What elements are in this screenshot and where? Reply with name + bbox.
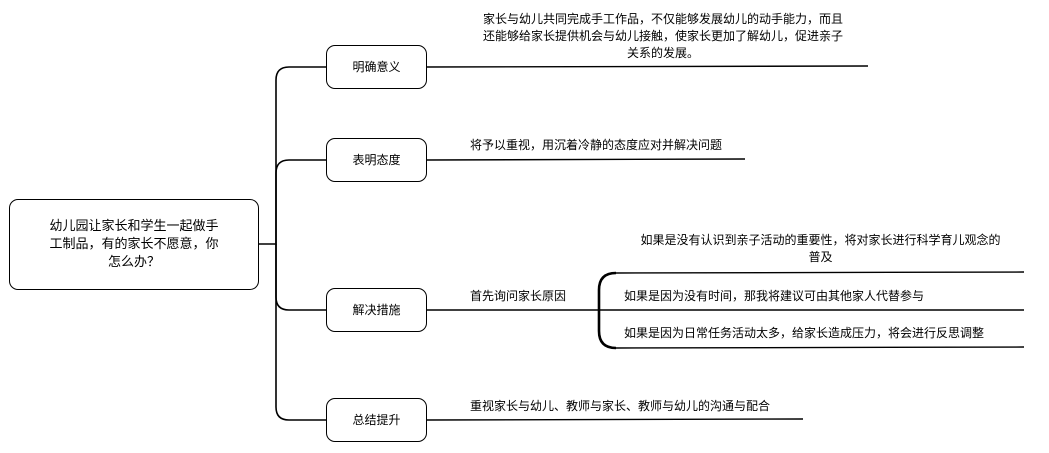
measures-sub-item-2-line-1: 如果是因为没有时间，那我将建议可由其他家人代替参与 (624, 289, 925, 303)
branch-label-attitude: 表明态度 (352, 153, 401, 167)
detail-measures[interactable]: 首先询问家长原因 (470, 288, 566, 305)
underline-sub-item-1 (615, 271, 1025, 274)
measures-sub-item-2[interactable]: 如果是因为没有时间，那我将建议可由其他家人代替参与 (624, 288, 924, 305)
underline-summary-detail (426, 418, 804, 421)
branch-node-summary[interactable]: 总结提升 (326, 398, 427, 442)
underline-meaning-detail (426, 65, 869, 68)
underline-sub-item-3 (615, 346, 1025, 349)
detail-meaning-line-2: 还能够给家长提供机会与幼儿接触，使家长更加了解幼儿，促进亲子 (482, 29, 843, 43)
measures-sub-item-3[interactable]: 如果是因为日常任务活动太多，给家长造成压力，将会进行反思调整 (624, 325, 984, 342)
connector-root-to-summary (275, 244, 326, 421)
detail-meaning-line-1: 家长与幼儿共同完成手工作品，不仅能够发展幼儿的动手能力，而且 (482, 12, 843, 26)
branch-node-meaning[interactable]: 明确意义 (326, 45, 427, 89)
detail-attitude-text: 将予以重视，用沉着冷静的态度应对并解决问题 (470, 138, 723, 152)
measures-sub-item-1-line-1: 如果是没有认识到亲子活动的重要性，将对家长进行科学育儿观念的 (640, 233, 1001, 247)
detail-meaning-line-3: 关系的发展。 (626, 46, 699, 60)
branch-label-summary: 总结提升 (352, 413, 401, 427)
connector-root-to-measures (275, 244, 326, 311)
detail-summary[interactable]: 重视家长与幼儿、教师与家长、教师与幼儿的沟通与配合 (470, 398, 770, 415)
measures-sub-item-3-line-1: 如果是因为日常任务活动太多，给家长造成压力，将会进行反思调整 (624, 326, 985, 340)
branch-node-attitude[interactable]: 表明态度 (326, 138, 427, 182)
branch-label-measures: 解决措施 (352, 303, 401, 317)
measures-sub-item-1-line-2: 普及 (808, 250, 833, 264)
branch-node-measures[interactable]: 解决措施 (326, 288, 427, 332)
connector-root-to-attitude (275, 159, 326, 244)
underline-attitude-detail (426, 158, 746, 161)
detail-summary-text: 重视家长与幼儿、教师与家长、教师与幼儿的沟通与配合 (470, 399, 771, 413)
branch-label-meaning: 明确意义 (352, 60, 401, 74)
detail-measures-text: 首先询问家长原因 (470, 289, 567, 303)
root-topic-text: 幼儿园让家长和学生一起做手工制品，有的家长不愿意，你怎么办？ (49, 218, 219, 270)
root-topic-node[interactable]: 幼儿园让家长和学生一起做手工制品，有的家长不愿意，你怎么办？ (9, 199, 259, 290)
detail-meaning[interactable]: 家长与幼儿共同完成手工作品，不仅能够发展幼儿的动手能力，而且 还能够给家长提供机… (458, 11, 868, 62)
connector-root-to-meaning (259, 66, 326, 245)
measures-sub-item-1[interactable]: 如果是没有认识到亲子活动的重要性，将对家长进行科学育儿观念的 普及 (617, 232, 1024, 266)
detail-attitude[interactable]: 将予以重视，用沉着冷静的态度应对并解决问题 (470, 137, 722, 154)
